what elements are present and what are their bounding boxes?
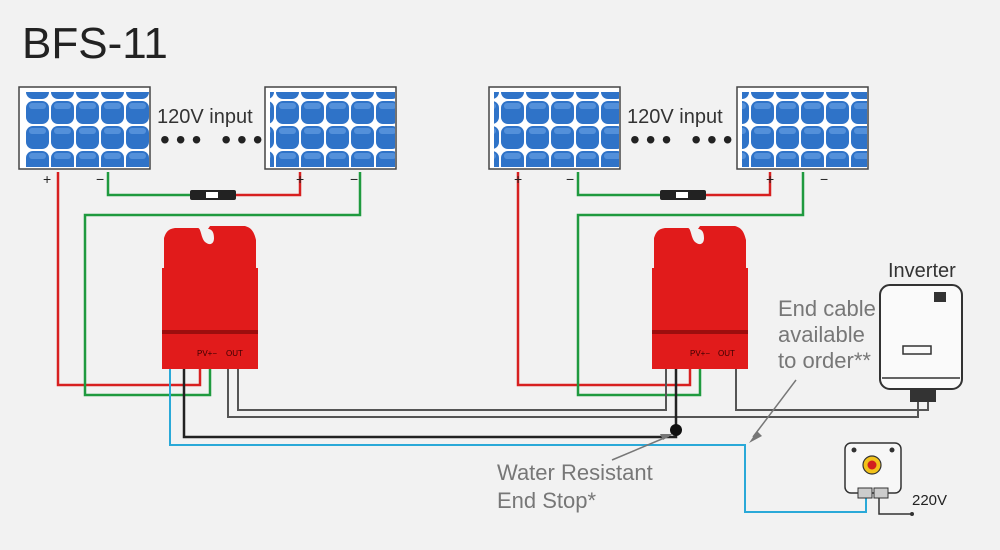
wire-blue — [169, 365, 867, 513]
end-cable-note-line-3: to order** — [778, 348, 871, 373]
connector-g1 — [190, 190, 236, 200]
box-1-out-terminal: OUT — [226, 349, 243, 358]
wire-220v — [878, 497, 912, 515]
wire-gray-right — [735, 365, 929, 411]
solar-panel-3 — [488, 86, 621, 170]
solar-panel-4 — [736, 86, 869, 170]
wires — [56, 172, 929, 515]
junction-dot — [670, 424, 682, 436]
wire-red-g2-main — [516, 172, 692, 387]
box-1-pv-terminal: PV+− — [197, 349, 217, 358]
panel-3-minus: − — [566, 171, 574, 187]
safety-box-2: PV+− OUT — [652, 226, 748, 369]
string-label-2: 120V input — [627, 106, 723, 128]
isolator-switch — [844, 442, 902, 499]
connector-g2 — [660, 190, 706, 200]
dots-2: ••• ••• — [630, 124, 739, 155]
panel-4-plus: + — [766, 171, 774, 187]
inverter-switch-icon — [934, 292, 946, 302]
water-note-line-2: End Stop* — [497, 488, 597, 513]
wire-red-g2-link — [706, 172, 772, 197]
panel-2-plus: + — [296, 171, 304, 187]
voltage-terminal-dot — [910, 512, 914, 516]
water-note-line-1: Water Resistant — [497, 460, 653, 485]
solar-panel-2 — [264, 86, 397, 170]
end-cable-note-line-2: available — [778, 322, 865, 347]
box-2-out-terminal: OUT — [718, 349, 735, 358]
voltage-label: 220V — [912, 492, 947, 509]
page-title: BFS-11 — [22, 19, 168, 68]
wire-red-g1-main — [56, 172, 202, 387]
wire-red-g1-link — [236, 172, 302, 197]
end-cable-arrow — [749, 379, 797, 443]
water-note-arrow — [611, 434, 673, 461]
wire-green-g1-main — [83, 172, 362, 397]
inverter — [879, 284, 963, 402]
end-cable-note-line-1: End cable — [778, 296, 876, 321]
panel-1-minus: − — [96, 171, 104, 187]
wire-green-g2-link — [576, 172, 660, 197]
wire-green-g2-main — [576, 172, 805, 397]
inverter-label: Inverter — [888, 260, 956, 282]
panel-2-minus: − — [350, 171, 358, 187]
safety-box-1: PV+− OUT — [162, 226, 258, 369]
wire-green-g1-link — [106, 172, 190, 197]
string-label-1: 120V input — [157, 106, 253, 128]
panel-3-plus: + — [514, 171, 522, 187]
inverter-display — [902, 345, 932, 355]
dots-1: ••• ••• — [160, 124, 269, 155]
panel-4-minus: − — [820, 171, 828, 187]
box-2-pv-terminal: PV+− — [690, 349, 710, 358]
wire-gray-inner — [237, 365, 667, 411]
solar-panel-1 — [18, 86, 151, 170]
panel-1-plus: + — [43, 171, 51, 187]
wire-black — [182, 365, 678, 439]
